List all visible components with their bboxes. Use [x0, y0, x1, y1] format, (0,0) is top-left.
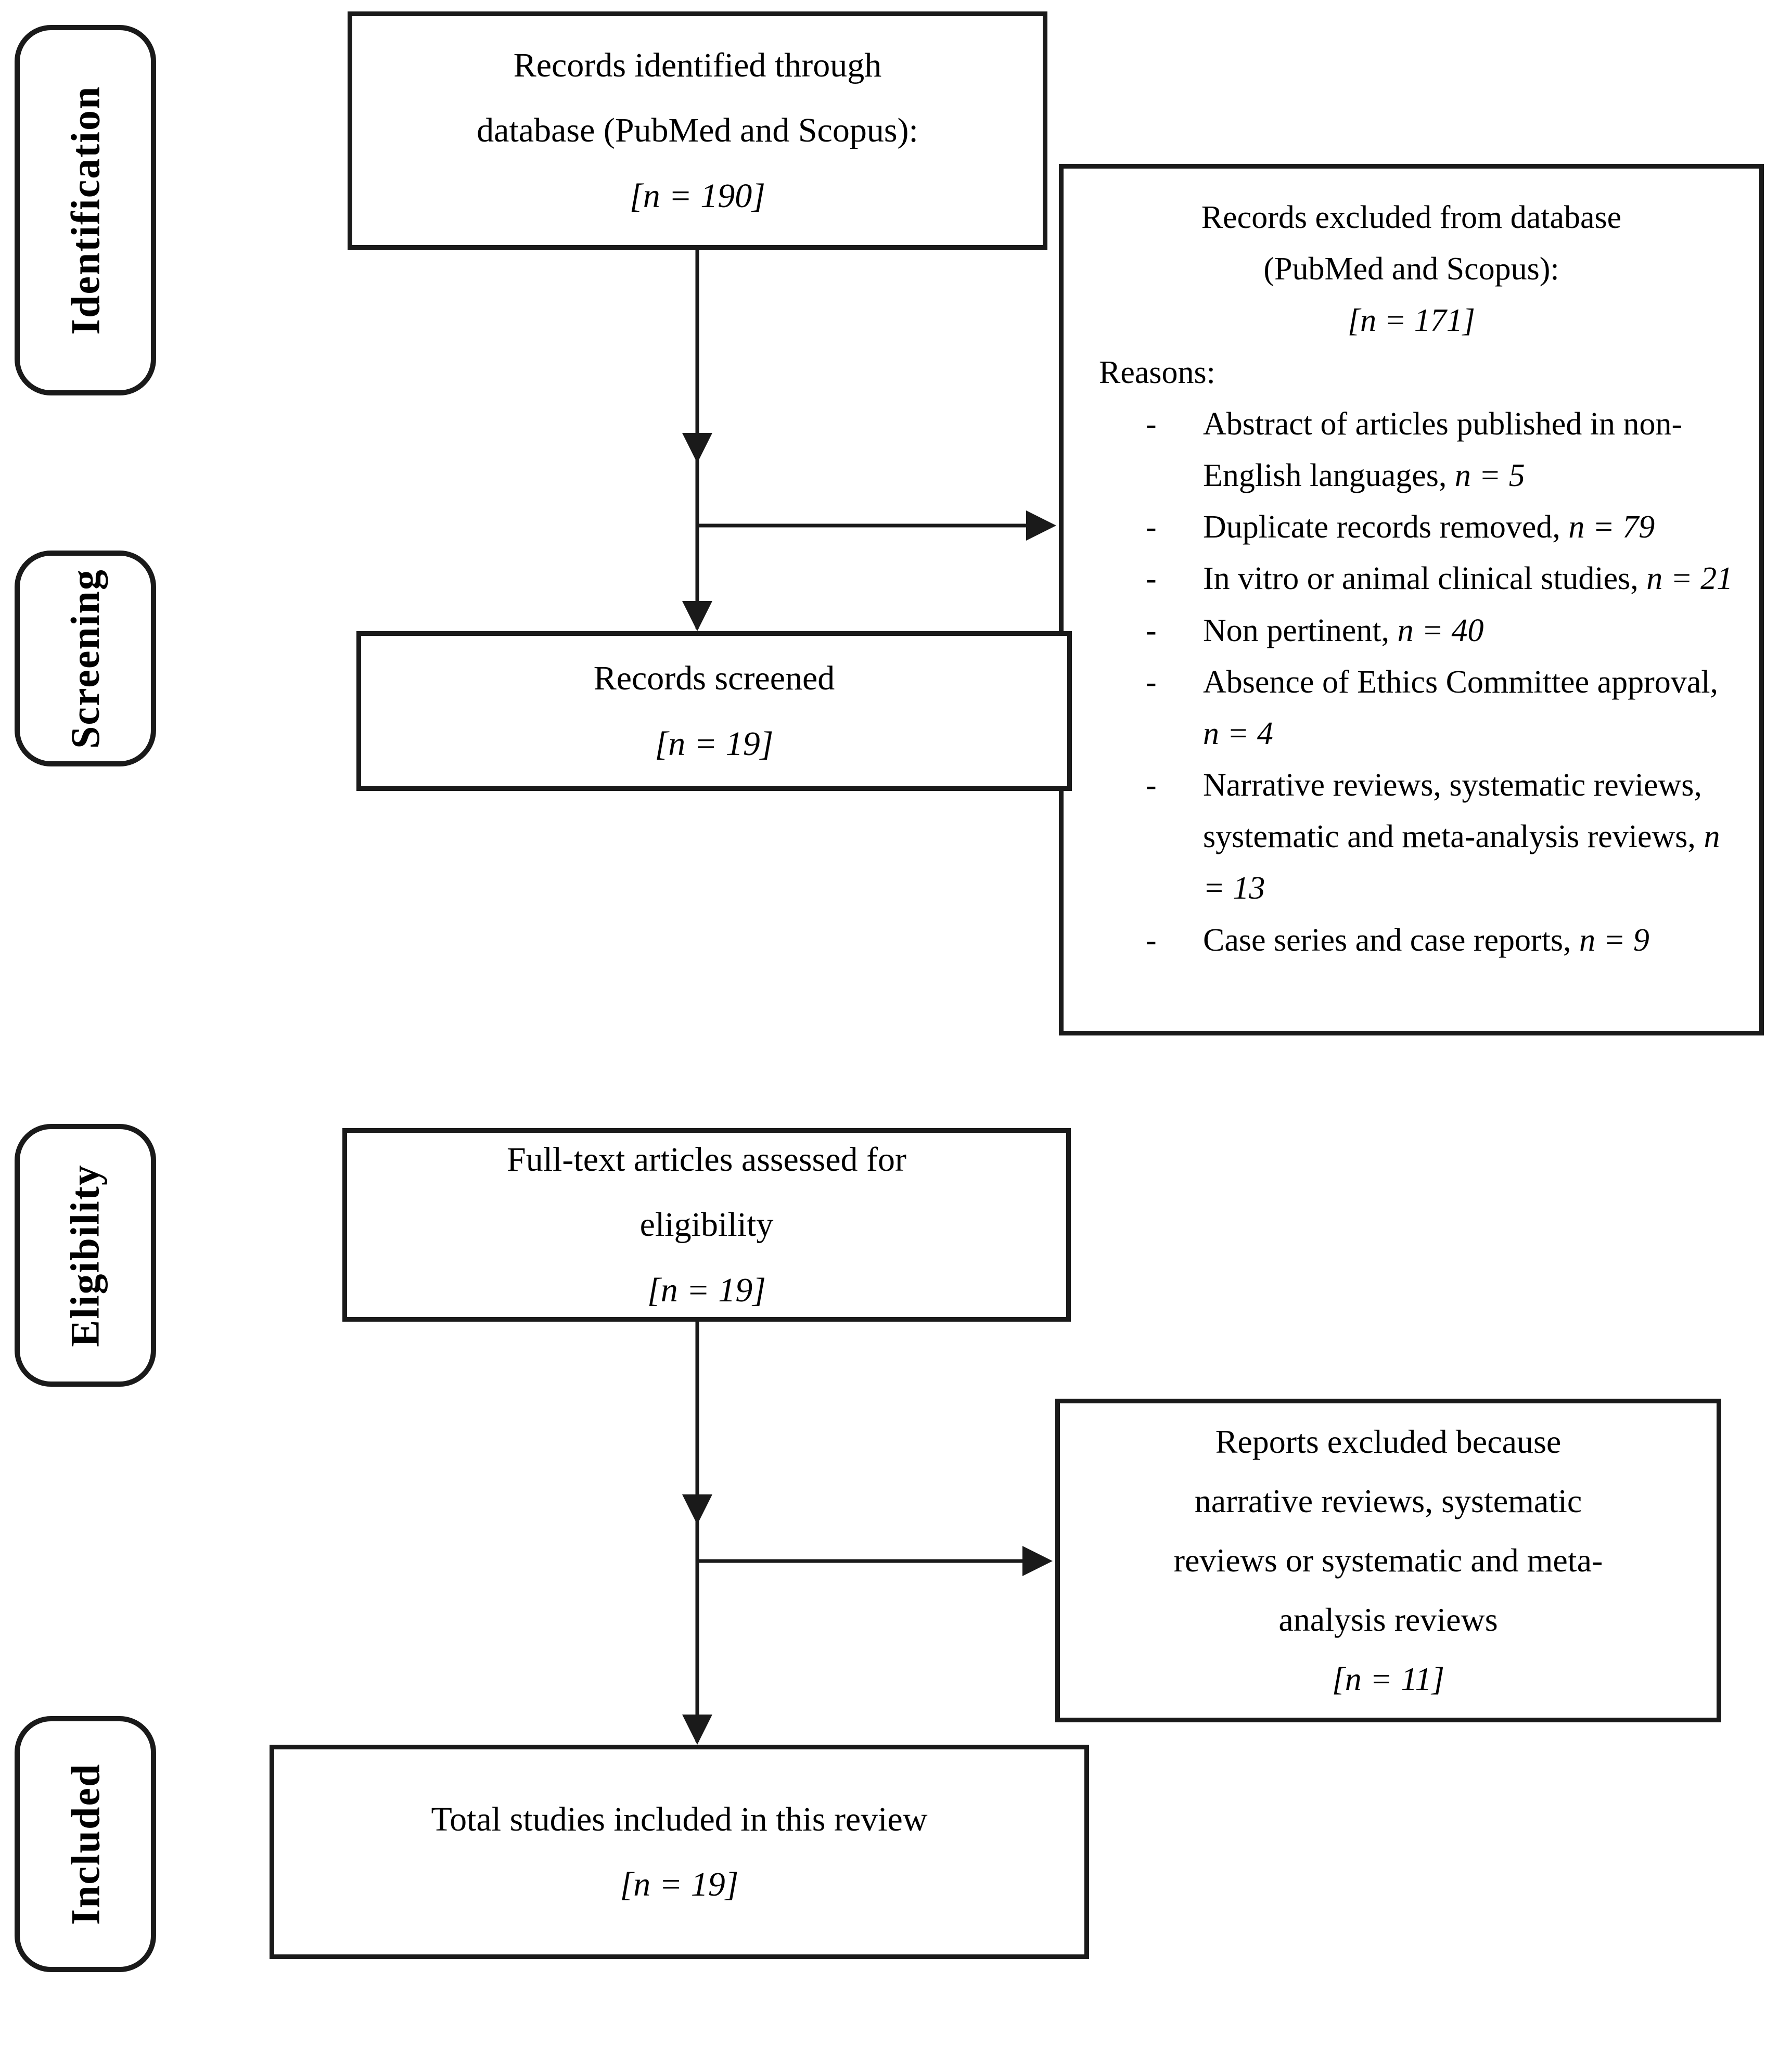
box-text: Records identified through database (PubM… [477, 33, 918, 163]
stage-label-text: Included [62, 1763, 108, 1925]
exclusion-reason-item: - Duplicate records removed, n = 79 [1146, 502, 1739, 553]
reason-count: n = 21 [1646, 561, 1733, 597]
box-text: Records screened [594, 646, 835, 711]
arrow-total-head [682, 1715, 712, 1745]
record-count: [n = 19] [647, 1271, 766, 1309]
stage-label-identification: Identification [15, 25, 156, 395]
reason-count: n = 40 [1397, 612, 1484, 648]
reason-text: Case series and case reports, n = 9 [1203, 922, 1649, 958]
bullet-dash: - [1146, 406, 1157, 442]
text-line: Records excluded from database [1201, 200, 1622, 235]
exclusion-reason-list: - Abstract of articles published in non-E… [1083, 399, 1739, 966]
box-reports-excluded: Reports excluded because narrative review… [1055, 1399, 1721, 1722]
arrow-branch-excluded-reports-head [1022, 1546, 1053, 1576]
stage-label-screening: Screening [15, 551, 156, 766]
bullet-dash: - [1146, 561, 1157, 597]
record-count: [n = 11] [1332, 1660, 1445, 1697]
exclusion-reason-item: - Narrative reviews, systematic reviews, … [1146, 760, 1739, 915]
arrow-branch-excluded-db-head [1026, 510, 1056, 541]
bullet-dash: - [1146, 664, 1157, 700]
reasons-label: Reasons: [1099, 354, 1215, 390]
exclusion-reason-item: - Case series and case reports, n = 9 [1146, 915, 1739, 966]
text-line: Total studies included in this review [431, 1800, 928, 1838]
text-line: analysis reviews [1278, 1601, 1498, 1638]
reason-text: Duplicate records removed, n = 79 [1203, 509, 1655, 545]
record-count: [n = 19] [655, 724, 774, 763]
text-line: Reports excluded because [1215, 1423, 1562, 1461]
reason-count: n = 79 [1568, 509, 1655, 545]
exclusion-reason-item: - Absence of Ethics Committee approval, n… [1146, 657, 1739, 760]
stage-label-eligibility: Eligibility [15, 1124, 156, 1387]
stage-label-text: Screening [62, 568, 108, 749]
record-count: [n = 171] [1347, 303, 1476, 339]
reason-text: Non pertinent, n = 40 [1203, 612, 1484, 648]
record-count: [n = 19] [620, 1865, 739, 1903]
text-line: narrative reviews, systematic [1194, 1482, 1582, 1520]
bullet-dash: - [1146, 768, 1157, 803]
text-line: database (PubMed and Scopus): [477, 111, 918, 150]
text-line: Records screened [593, 659, 835, 698]
text-line: Records identified through [513, 46, 882, 84]
box-text: Records excluded from database (PubMed an… [1083, 192, 1739, 295]
reason-count: n = 4 [1203, 715, 1273, 751]
box-records-excluded-database: Records excluded from database (PubMed an… [1059, 164, 1764, 1035]
bullet-dash: - [1146, 612, 1157, 648]
box-text: Reports excluded because narrative review… [1174, 1412, 1603, 1649]
exclusion-reason-item: - Abstract of articles published in non-E… [1146, 399, 1739, 502]
exclusion-reason-item: - In vitro or animal clinical studies, n … [1146, 553, 1739, 605]
reason-count: n = 5 [1454, 457, 1525, 493]
stage-label-included: Included [15, 1716, 156, 1972]
bullet-dash: - [1146, 922, 1157, 958]
reason-count: n = 9 [1579, 922, 1649, 958]
box-records-identified: Records identified through database (PubM… [348, 11, 1047, 250]
text-line: Full-text articles assessed for [507, 1140, 906, 1179]
record-count: [n = 190] [630, 176, 765, 215]
text-line: eligibility [639, 1206, 774, 1244]
text-line: (PubMed and Scopus): [1263, 251, 1559, 287]
box-total-included: Total studies included in this review [n… [270, 1745, 1089, 1959]
arrow-screened-head [682, 601, 712, 631]
text-line: reviews or systematic and meta- [1173, 1542, 1603, 1579]
stage-label-text: Identification [62, 85, 108, 335]
exclusion-reason-item: - Non pertinent, n = 40 [1146, 605, 1739, 657]
stage-label-text: Eligibility [62, 1163, 108, 1347]
arrow-identified-mid-head [682, 433, 712, 463]
arrow-fulltext-mid-head [682, 1494, 712, 1525]
reason-text: Abstract of articles published in non-En… [1203, 406, 1683, 493]
box-records-screened: Records screened [n = 19] [356, 631, 1072, 791]
box-text: Total studies included in this review [431, 1787, 927, 1852]
bullet-dash: - [1146, 509, 1157, 545]
reason-text: Absence of Ethics Committee approval, n … [1203, 664, 1719, 751]
box-text: Full-text articles assessed for eligibili… [507, 1127, 906, 1258]
reason-count: n = 13 [1203, 819, 1720, 906]
reason-text: In vitro or animal clinical studies, n =… [1203, 561, 1733, 597]
reason-text: Narrative reviews, systematic reviews, s… [1203, 768, 1720, 906]
box-fulltext-assessed: Full-text articles assessed for eligibili… [342, 1128, 1071, 1322]
